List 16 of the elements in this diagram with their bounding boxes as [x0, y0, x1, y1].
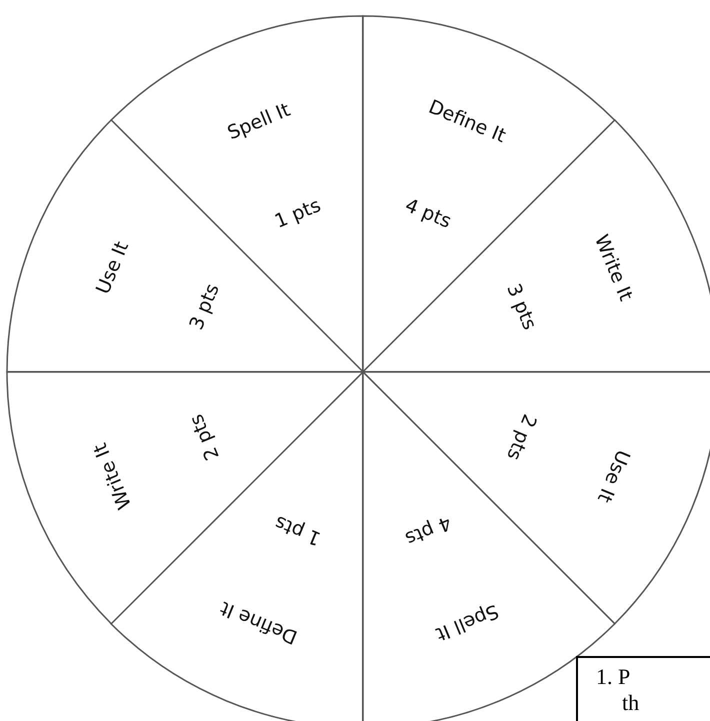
points-label: 2 pts [187, 412, 223, 463]
segment-label: Write It [590, 232, 635, 304]
points-label: 4 pts [402, 512, 454, 548]
points-label: 1 pts [272, 512, 324, 548]
note-text: 1. P [596, 664, 630, 690]
note-text: th [622, 690, 640, 716]
segment-label: Write It [91, 440, 136, 512]
segment-label: Spell It [432, 600, 500, 644]
points-label: 4 pts [402, 196, 454, 232]
points-label: 2 pts [502, 412, 539, 463]
points-label: 3 pts [187, 281, 223, 332]
segment-label: Use It [594, 446, 632, 504]
segment-label: Use It [94, 240, 132, 298]
segment-label: Spell It [226, 100, 294, 144]
points-label: 1 pts [272, 196, 324, 232]
points-label: 3 pts [502, 281, 539, 332]
